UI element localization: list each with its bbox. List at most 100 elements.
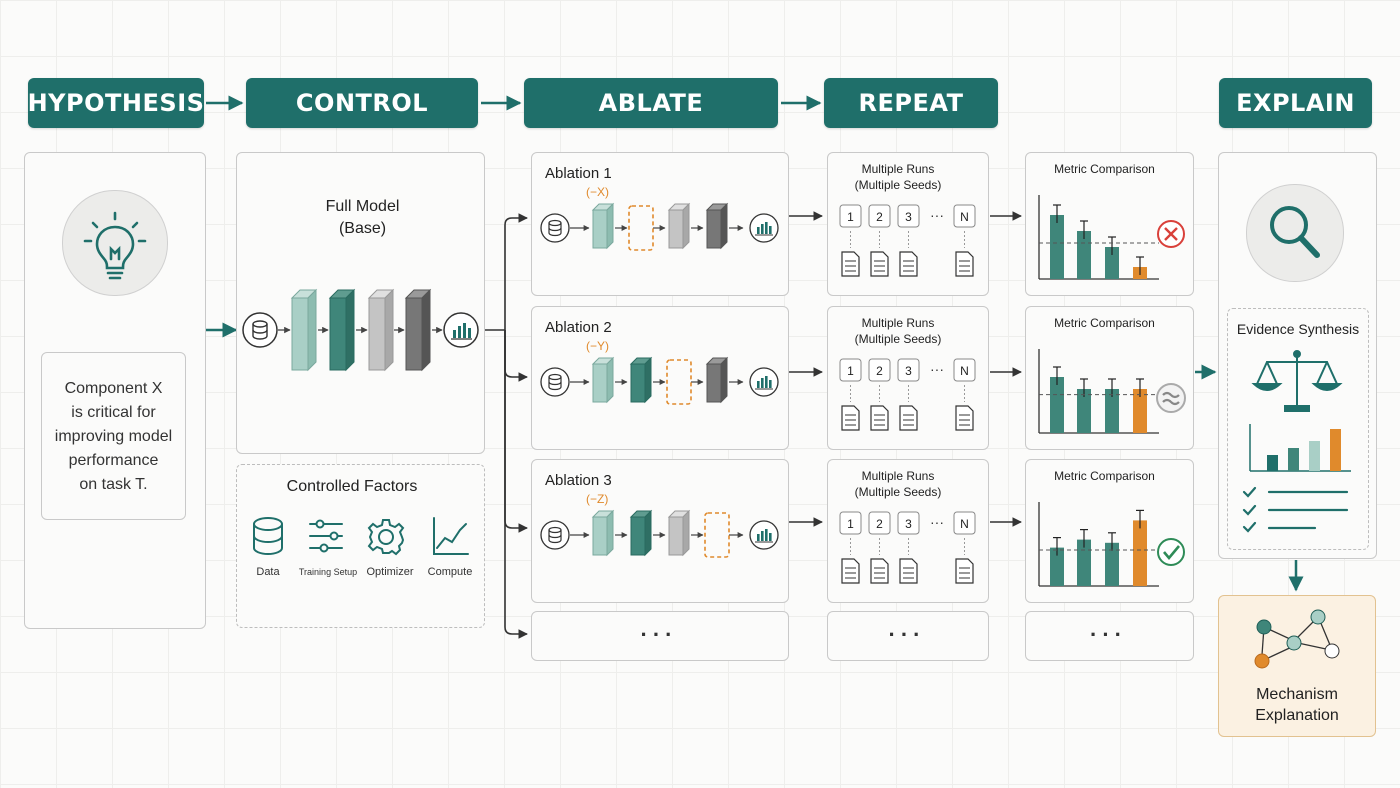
seed-box: 2 bbox=[868, 358, 891, 382]
mechanism-panel bbox=[1218, 595, 1376, 737]
ablation-model-chain bbox=[540, 509, 779, 558]
gear-icon bbox=[367, 519, 405, 556]
metric-bar bbox=[1133, 520, 1147, 586]
evidence-graphics bbox=[1242, 350, 1351, 533]
svg-text:3: 3 bbox=[905, 517, 912, 531]
document-icon bbox=[899, 558, 918, 584]
full-model-subtitle: (Base) bbox=[338, 220, 387, 237]
metric-ellipsis: ··· bbox=[1090, 622, 1127, 647]
runs-title: Multiple Runs(Multiple Seeds) bbox=[827, 468, 969, 500]
seed-box: 1 bbox=[839, 358, 862, 382]
metric-title: Metric Comparison bbox=[1054, 162, 1155, 176]
magnifier-icon bbox=[1246, 184, 1344, 282]
document-icon bbox=[899, 405, 918, 431]
seed-box: 1 bbox=[839, 511, 862, 535]
seed-ellipsis: ··· bbox=[930, 361, 944, 377]
metric-bar bbox=[1050, 377, 1064, 433]
hypothesis-statement: Component X is critical for improving mo… bbox=[41, 352, 186, 520]
statement-line: on task T. bbox=[79, 476, 148, 493]
ablation-title: Ablation 1 bbox=[545, 165, 612, 182]
seed-ellipsis: ··· bbox=[930, 207, 944, 223]
metric-bar bbox=[1077, 539, 1091, 586]
checklist-icon bbox=[1242, 486, 1349, 533]
metric-bar bbox=[1050, 215, 1064, 279]
svg-text:3: 3 bbox=[905, 364, 912, 378]
document-icon bbox=[870, 558, 889, 584]
runs-title-line: Multiple Runs bbox=[861, 162, 935, 176]
layer-block-3 bbox=[367, 288, 395, 372]
layer-block bbox=[667, 509, 691, 557]
seed-box: 3 bbox=[897, 204, 920, 228]
metric-bar bbox=[1105, 247, 1119, 279]
seed-box: N bbox=[953, 358, 976, 382]
svg-text:2: 2 bbox=[876, 210, 883, 224]
runs-subtitle-line: (Multiple Seeds) bbox=[854, 178, 942, 192]
metric-bar bbox=[1050, 547, 1064, 586]
controlled-factors-title: Controlled Factors bbox=[286, 478, 418, 495]
controlled-factors-panel bbox=[236, 464, 485, 628]
mechanism-line: Mechanism bbox=[1256, 686, 1338, 703]
approx-equal-icon bbox=[1156, 383, 1186, 413]
runs-title-line: Multiple Runs bbox=[861, 316, 935, 330]
ablation-title: Ablation 2 bbox=[545, 319, 612, 336]
document-icon bbox=[899, 251, 918, 277]
layer-block bbox=[667, 202, 691, 250]
layer-block bbox=[629, 509, 653, 557]
layer-block bbox=[629, 356, 653, 404]
seed-box: 1 bbox=[839, 204, 862, 228]
document-icon bbox=[955, 558, 974, 584]
runs-title: Multiple Runs (Multiple Seeds) bbox=[827, 315, 969, 347]
svg-text:2: 2 bbox=[876, 517, 883, 531]
seed-box: 2 bbox=[868, 511, 891, 535]
mechanism-graph-icon bbox=[1254, 609, 1340, 669]
metric-chart bbox=[1038, 502, 1185, 587]
seed-box: 3 bbox=[897, 511, 920, 535]
svg-text:N: N bbox=[960, 210, 969, 224]
metric-more bbox=[1025, 611, 1194, 661]
svg-text:N: N bbox=[960, 364, 969, 378]
metric-bar bbox=[1105, 542, 1119, 586]
data-input-icon bbox=[540, 213, 570, 243]
database-icon bbox=[253, 517, 283, 555]
sliders-icon bbox=[309, 519, 343, 553]
layer-block bbox=[591, 509, 615, 557]
metric-bar bbox=[1105, 389, 1119, 433]
svg-text:1: 1 bbox=[847, 364, 854, 378]
removed-component bbox=[628, 205, 654, 251]
ablation-panel bbox=[531, 459, 789, 603]
metric-title: Metric Comparison bbox=[1054, 316, 1155, 330]
layer-block bbox=[591, 356, 615, 404]
statement-line: is critical for bbox=[71, 404, 156, 421]
output-chart-icon bbox=[749, 213, 779, 243]
output-chart-icon bbox=[749, 520, 779, 550]
metric-chart bbox=[1038, 349, 1186, 434]
factor-label-compute: Compute bbox=[427, 566, 473, 578]
stage-hypothesis: HYPOTHESIS bbox=[28, 78, 204, 128]
data-input-icon bbox=[540, 520, 570, 550]
layer-block-1 bbox=[290, 288, 318, 372]
full-model-diagram bbox=[242, 288, 479, 372]
ablation-more bbox=[531, 611, 789, 661]
data-input-icon bbox=[242, 312, 278, 348]
stage-repeat: REPEAT bbox=[824, 78, 998, 128]
ablation-panel bbox=[531, 306, 789, 450]
statement-line: Component X bbox=[64, 380, 163, 397]
seed-ellipsis: ··· bbox=[930, 514, 944, 530]
svg-text:N: N bbox=[960, 517, 969, 531]
runs-title: Multiple Runs (Multiple Seeds) bbox=[827, 161, 969, 193]
document-icon bbox=[841, 558, 860, 584]
layer-block-2 bbox=[328, 288, 356, 372]
runs-subtitle-line: (Multiple Seeds) bbox=[854, 332, 942, 346]
lightbulb-icon bbox=[62, 190, 168, 296]
ablation-panel bbox=[531, 152, 789, 296]
removed-component bbox=[666, 359, 692, 405]
statement-line: performance bbox=[68, 452, 159, 469]
document-icon bbox=[841, 251, 860, 277]
cross-icon bbox=[1157, 220, 1185, 248]
stage-explain: EXPLAIN bbox=[1219, 78, 1372, 128]
factor-label-data: Data bbox=[256, 566, 280, 578]
svg-text:1: 1 bbox=[847, 210, 854, 224]
svg-text:3: 3 bbox=[905, 210, 912, 224]
